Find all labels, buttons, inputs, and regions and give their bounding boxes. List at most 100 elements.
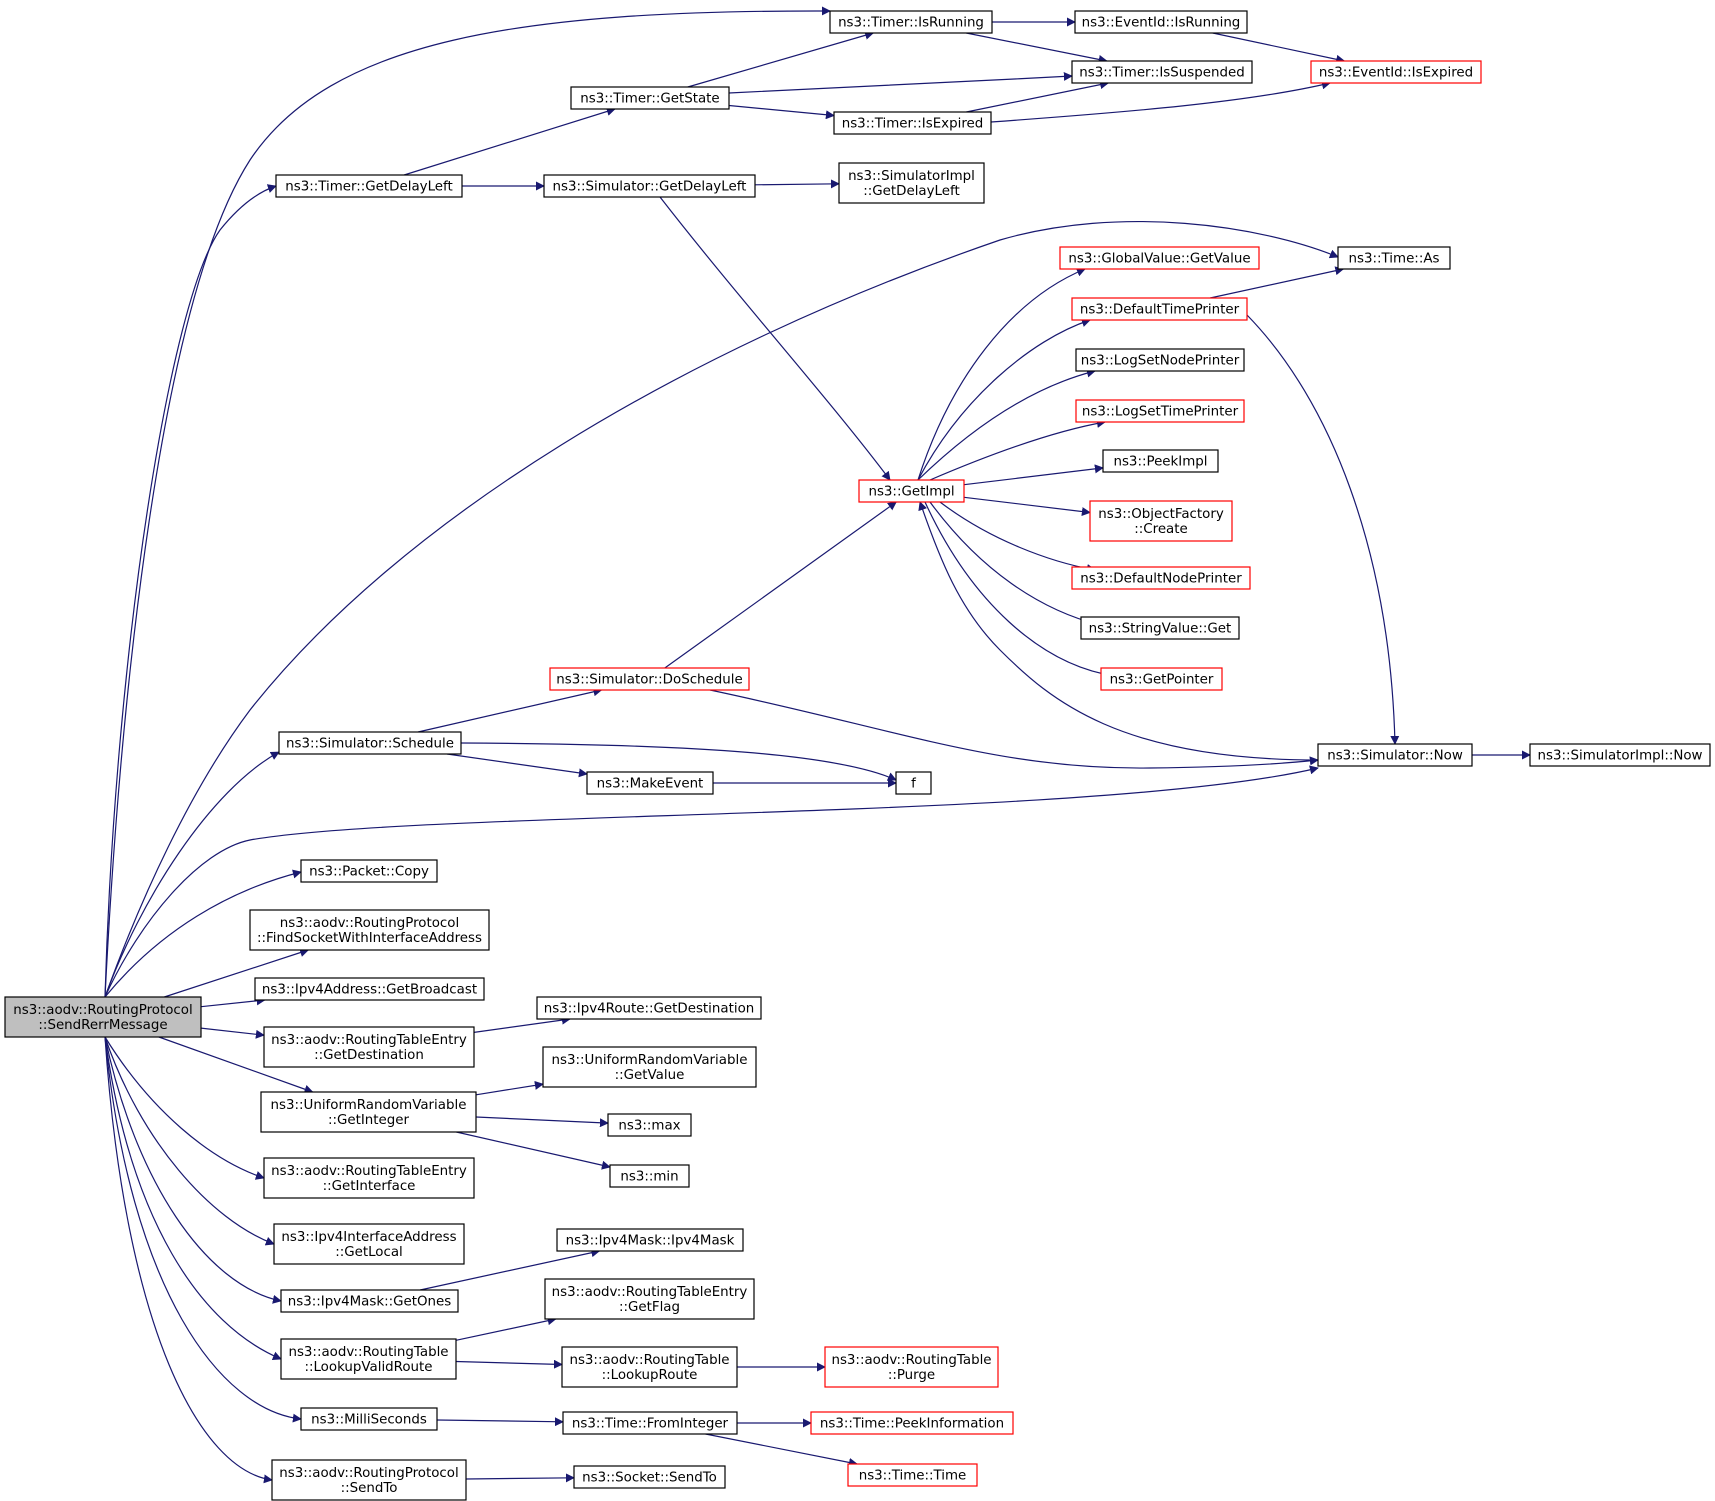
node-timer-getstate[interactable]: ns3::Timer::GetState [570,86,730,110]
node-min[interactable]: ns3::min [609,1164,690,1188]
edge-getimpl-to-getpointer [924,501,1116,680]
node-label-line: ns3::min [620,1170,678,1185]
node-time-frominteger[interactable]: ns3::Time::FromInteger [562,1411,738,1435]
node-max[interactable]: ns3::max [607,1113,692,1137]
node-rt-purge[interactable]: ns3::aodv::RoutingTable::Purge [824,1346,999,1388]
node-ipv4mask-ipv4mask[interactable]: ns3::Ipv4Mask::Ipv4Mask [556,1228,744,1252]
node-stringvalue-get[interactable]: ns3::StringValue::Get [1080,616,1240,640]
node-time-time[interactable]: ns3::Time::Time [847,1463,978,1487]
node-defaulttimeprinter[interactable]: ns3::DefaultTimePrinter [1071,297,1248,321]
edge-root-to-ipv4ifaddr_getlocal [104,1036,275,1246]
node-timer-isexpired[interactable]: ns3::Timer::IsExpired [833,111,992,135]
node-label-line: ns3::GlobalValue::GetValue [1068,252,1250,267]
edge-root-to-urv_getinteger [158,1036,314,1094]
node-box [275,174,463,198]
node-label-line: ns3::Time::Time [859,1469,967,1484]
node-label-line: ns3::LogSetNodePrinter [1081,354,1240,369]
edge-root-to-rp_sendto [104,1036,273,1484]
node-eventid-isrunning[interactable]: ns3::EventId::IsRunning [1074,10,1248,34]
node-label-line: ns3::max [618,1119,680,1134]
node-simimpl-getdelayleft[interactable]: ns3::SimulatorImpl::GetDelayLeft [838,162,985,204]
edge-getimpl-to-stringvalue_get [929,501,1101,628]
node-root[interactable]: ns3::aodv::RoutingProtocol::SendRerrMess… [4,996,202,1038]
node-rt-lookuproute[interactable]: ns3::aodv::RoutingTable::LookupRoute [561,1346,738,1388]
node-milliseconds[interactable]: ns3::MilliSeconds [300,1407,438,1431]
node-urv-getinteger[interactable]: ns3::UniformRandomVariable::GetInteger [260,1091,477,1133]
node-label-line: ns3::Timer::GetState [580,92,719,107]
node-simimpl-now[interactable]: ns3::SimulatorImpl::Now [1529,743,1711,767]
node-box [1080,616,1240,640]
edge-rp_sendto-to-socket_sendto [465,1473,575,1483]
node-sim-now[interactable]: ns3::Simulator::Now [1317,743,1473,767]
edge-rte_getdest-to-ipv4route_getdest [473,1015,571,1033]
node-label-line: ::GetInteger [328,1113,410,1128]
node-label-line: ns3::Socket::SendTo [582,1471,717,1486]
node-box [1075,399,1245,423]
node-socket-sendto[interactable]: ns3::Socket::SendTo [573,1465,726,1489]
node-label-line: ns3::Time::As [1349,252,1440,267]
node-box [858,479,965,503]
node-box [1071,297,1248,321]
node-f[interactable]: f [895,771,932,795]
node-box [280,1338,457,1380]
node-label-line: ns3::Simulator::DoSchedule [556,673,742,688]
node-label-line: ::GetDelayLeft [863,184,959,199]
node-label-line: ns3::Ipv4Mask::GetOnes [288,1295,452,1310]
node-timer-issuspended[interactable]: ns3::Timer::IsSuspended [1071,60,1253,84]
node-label-line: ns3::UniformRandomVariable [552,1053,748,1068]
node-label-line: ns3::UniformRandomVariable [271,1098,467,1113]
edge-getimpl-to-objectfactory_create [963,496,1091,516]
node-box [1071,566,1251,590]
node-box [278,731,462,755]
node-ipv4addr-getbroadcast[interactable]: ns3::Ipv4Address::GetBroadcast [254,977,485,1001]
node-objectfactory-create[interactable]: ns3::ObjectFactory::Create [1089,500,1233,542]
node-peekimpl[interactable]: ns3::PeekImpl [1102,449,1219,473]
node-defaultnodeprinter[interactable]: ns3::DefaultNodePrinter [1071,566,1251,590]
node-makeevent[interactable]: ns3::MakeEvent [586,771,714,795]
node-getimpl[interactable]: ns3::GetImpl [858,479,965,503]
node-box [1100,667,1223,691]
node-ipv4route-getdest[interactable]: ns3::Ipv4Route::GetDestination [536,996,762,1020]
node-ipv4mask-getones[interactable]: ns3::Ipv4Mask::GetOnes [280,1289,459,1313]
node-eventid-isexpired[interactable]: ns3::EventId::IsExpired [1310,60,1482,84]
node-box [1310,60,1482,84]
node-rp-sendto[interactable]: ns3::aodv::RoutingProtocol::SendTo [271,1459,467,1501]
node-box [838,162,985,204]
node-label-line: ns3::Simulator::Now [1327,749,1463,764]
node-label-line: ns3::aodv::RoutingProtocol [13,1003,192,1018]
node-rte-getflag[interactable]: ns3::aodv::RoutingTableEntry::GetFlag [544,1278,755,1320]
edge-root-to-sim_now [104,765,1319,998]
node-rte-getdest[interactable]: ns3::aodv::RoutingTableEntry::GetDestina… [263,1026,475,1068]
node-rte-getinterface[interactable]: ns3::aodv::RoutingTableEntry::GetInterfa… [263,1157,475,1199]
node-label-line: ::LookupRoute [602,1368,698,1383]
node-time-peekinformation[interactable]: ns3::Time::PeekInformation [810,1411,1014,1435]
node-label-line: ns3::Timer::IsSuspended [1079,66,1244,81]
node-urv-getvalue[interactable]: ns3::UniformRandomVariable::GetValue [542,1046,757,1088]
edge-root-to-sim_schedule [104,751,280,998]
node-timer-isrunning[interactable]: ns3::Timer::IsRunning [829,10,993,34]
node-sim-doschedule[interactable]: ns3::Simulator::DoSchedule [549,667,750,691]
node-box [260,1091,477,1133]
edge-root-to-rte_getdest [200,1027,265,1039]
edge-urv_getinteger-to-max [475,1116,609,1128]
node-label-line: ns3::aodv::RoutingTableEntry [552,1285,748,1300]
node-globalvalue-getvalue[interactable]: ns3::GlobalValue::GetValue [1059,246,1260,270]
node-box [1337,246,1451,270]
node-logsetnodeprinter[interactable]: ns3::LogSetNodePrinter [1075,348,1245,372]
node-timer-getdelayleft[interactable]: ns3::Timer::GetDelayLeft [275,174,463,198]
node-time-as[interactable]: ns3::Time::As [1337,246,1451,270]
node-logsettimeprinter[interactable]: ns3::LogSetTimePrinter [1075,399,1245,423]
node-getpointer[interactable]: ns3::GetPointer [1100,667,1223,691]
node-box [300,1407,438,1431]
edge-sim_schedule-to-f [460,742,897,781]
node-ipv4ifaddr-getlocal[interactable]: ns3::Ipv4InterfaceAddress::GetLocal [273,1223,465,1265]
node-findsocket[interactable]: ns3::aodv::RoutingProtocol::FindSocketWi… [249,909,490,951]
node-box [609,1164,690,1188]
node-sim-getdelayleft[interactable]: ns3::Simulator::GetDelayLeft [543,174,756,198]
edge-urv_getinteger-to-urv_getvalue [475,1080,544,1096]
node-packet-copy[interactable]: ns3::Packet::Copy [300,859,438,883]
edge-sim_schedule-to-sim_doschedule [417,687,603,733]
node-sim-schedule[interactable]: ns3::Simulator::Schedule [278,731,462,755]
nodes-layer: ns3::aodv::RoutingProtocol::SendRerrMess… [4,10,1711,1501]
node-rt-lookupvalidroute[interactable]: ns3::aodv::RoutingTable::LookupValidRout… [280,1338,457,1380]
